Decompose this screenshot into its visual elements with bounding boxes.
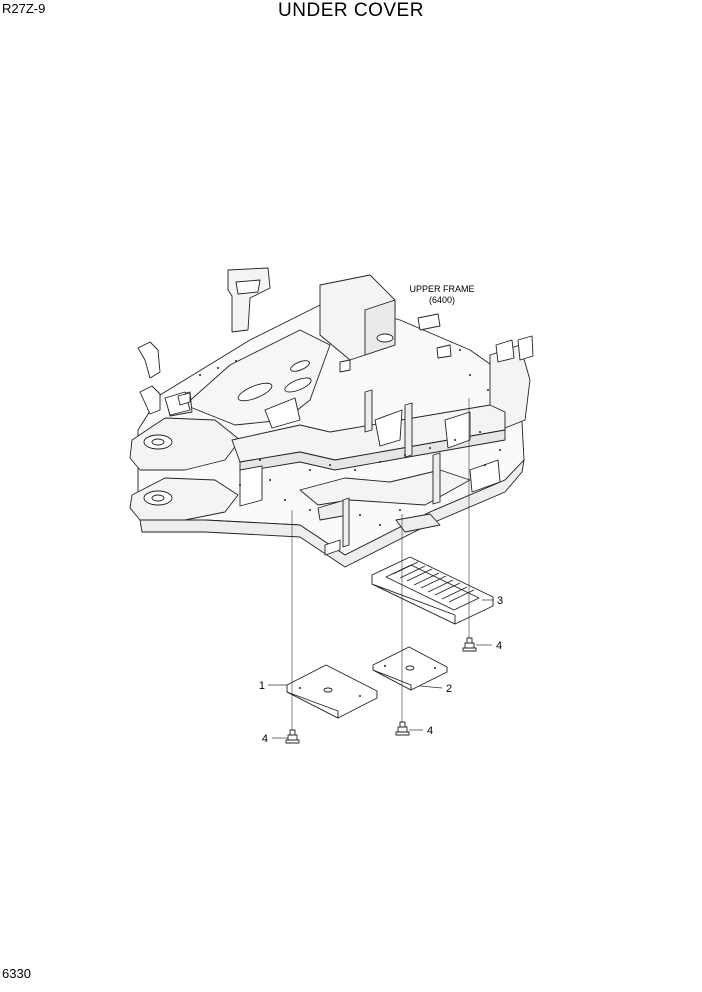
part-4-bolt-c xyxy=(462,637,477,652)
frame-bolt-holes xyxy=(199,349,501,526)
page-title: UNDER COVER xyxy=(278,0,424,21)
leader-lines xyxy=(268,599,494,739)
callout-2: 2 xyxy=(446,683,452,695)
part-4-bolt-a xyxy=(285,729,300,744)
part-1-cover-plate xyxy=(286,664,378,719)
model-code: R27Z-9 xyxy=(2,1,46,16)
upper-frame-label: UPPER FRAME xyxy=(409,284,474,294)
callout-3: 3 xyxy=(497,595,503,607)
part-4-bolt-b xyxy=(395,721,410,736)
part-3-grated-cover xyxy=(371,556,494,625)
upper-frame-ref-label: (6400) xyxy=(429,295,455,305)
upper-frame xyxy=(129,267,534,568)
callout-1: 1 xyxy=(259,680,265,692)
assembly-lines xyxy=(291,398,470,730)
callout-4-c: 4 xyxy=(496,640,502,652)
callout-4-a: 4 xyxy=(262,733,268,745)
page-number: 6330 xyxy=(2,966,31,981)
part-2-cover-plate xyxy=(372,646,448,691)
callout-4-b: 4 xyxy=(427,725,433,737)
